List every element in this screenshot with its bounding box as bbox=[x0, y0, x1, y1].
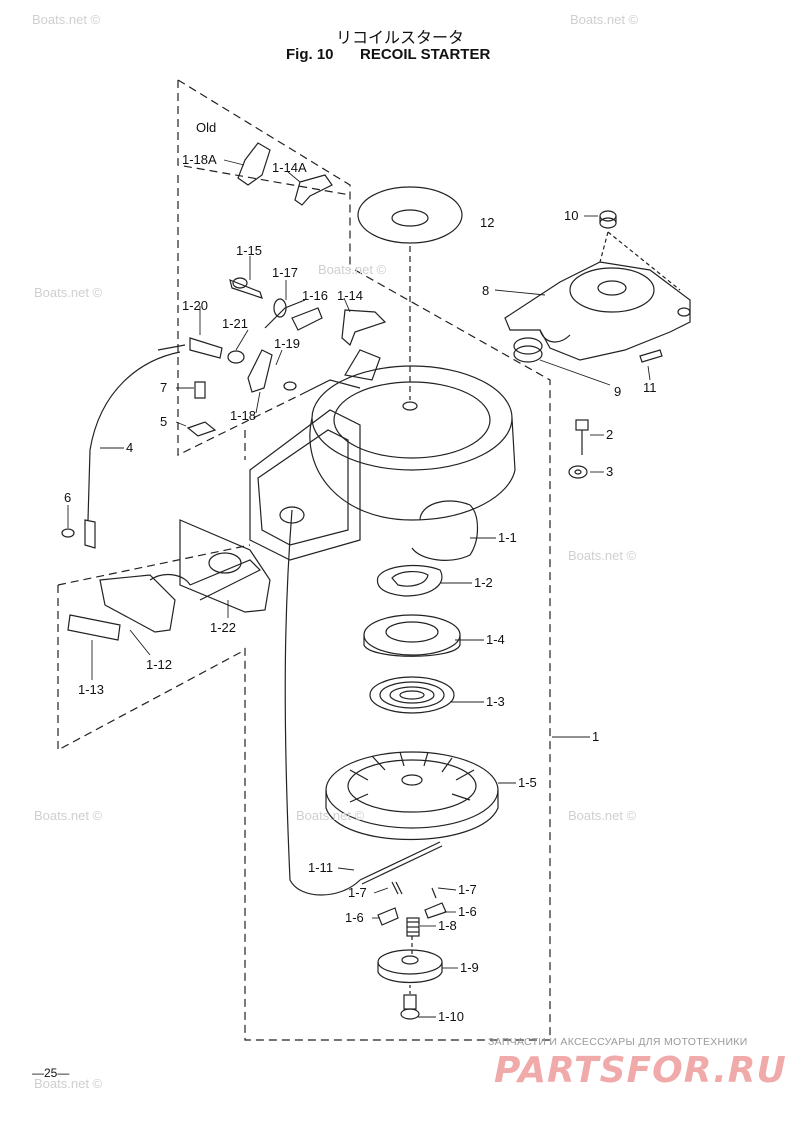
callout-2: 2 bbox=[606, 427, 614, 442]
callout-1-14a: 1-14A bbox=[272, 160, 307, 175]
leader-lines bbox=[67, 159, 651, 1018]
callout-1-6-right: 1-6 bbox=[458, 904, 477, 919]
callout-3: 3 bbox=[606, 464, 614, 479]
watermark: Boats.net © bbox=[32, 12, 101, 27]
watermark: Boats.net © bbox=[34, 285, 103, 300]
callout-6: 6 bbox=[64, 490, 72, 505]
callout-1-15: 1-15 bbox=[236, 243, 263, 258]
part-1-10-bolt bbox=[400, 985, 420, 1020]
callout-1-6-left: 1-6 bbox=[345, 910, 364, 925]
brand-tagline: ЗАПЧАСТИ И АКСЕССУАРЫ ДЛЯ МОТОТЕХНИКИ bbox=[488, 1036, 748, 1048]
callout-9: 9 bbox=[614, 384, 622, 399]
part-1-2-gasket bbox=[376, 564, 443, 597]
watermark: Boats.net © bbox=[34, 1076, 103, 1091]
watermark: Boats.net © bbox=[296, 808, 365, 823]
callout-12: 12 bbox=[480, 215, 495, 230]
callout-1-22: 1-22 bbox=[210, 620, 237, 635]
watermark: Boats.net © bbox=[34, 808, 103, 823]
watermark: Boats.net © bbox=[570, 12, 639, 27]
part-4-cable bbox=[61, 344, 186, 549]
part-1-22-guide-plate bbox=[179, 519, 271, 613]
part-1-4-case bbox=[363, 614, 461, 657]
callout-8: 8 bbox=[482, 283, 490, 298]
callout-1-9: 1-9 bbox=[460, 960, 479, 975]
callout-1-14: 1-14 bbox=[337, 288, 364, 303]
callout-1-7-left: 1-7 bbox=[348, 885, 367, 900]
watermark: Boats.net © bbox=[568, 548, 637, 563]
title-japanese: リコイルスタータ bbox=[335, 30, 464, 47]
callout-1-17: 1-17 bbox=[272, 265, 299, 280]
part-1-9-ratchet bbox=[377, 949, 443, 984]
dashed-group-frames bbox=[57, 79, 551, 1041]
callout-1: 1 bbox=[592, 729, 600, 744]
callout-1-16: 1-16 bbox=[302, 288, 329, 303]
watermark: Boats.net © bbox=[568, 808, 637, 823]
callout-1-19: 1-19 bbox=[274, 336, 301, 351]
callout-1-7-right: 1-7 bbox=[458, 882, 477, 897]
callout-1-1: 1-1 bbox=[498, 530, 517, 545]
part-8-cover bbox=[504, 210, 691, 363]
callout-11: 11 bbox=[643, 380, 657, 395]
callout-5: 5 bbox=[160, 414, 168, 429]
page-number: —25— bbox=[32, 1066, 70, 1080]
callout-10: 10 bbox=[564, 208, 579, 223]
watermark: Boats.net © bbox=[318, 262, 387, 277]
callout-1-10: 1-10 bbox=[438, 1009, 465, 1024]
part-1-1-housing bbox=[249, 365, 516, 561]
callout-1-20: 1-20 bbox=[182, 298, 209, 313]
brand-logo: PARTSFOR.RU bbox=[494, 1050, 787, 1091]
bolts-and-washers bbox=[186, 381, 589, 479]
part-1-11-rope bbox=[284, 509, 443, 896]
pawls-and-springs bbox=[377, 881, 447, 955]
figure-number: Fig. 10 bbox=[286, 46, 334, 63]
part-12-plate bbox=[357, 186, 463, 400]
callout-1-8: 1-8 bbox=[438, 918, 457, 933]
callout-1-21: 1-21 bbox=[222, 316, 249, 331]
levers-and-pins bbox=[189, 142, 387, 393]
part-1-5-reel bbox=[325, 751, 499, 841]
callout-1-18a: 1-18A bbox=[182, 152, 217, 167]
part-1-3-spring bbox=[369, 676, 455, 714]
callout-1-2: 1-2 bbox=[474, 575, 493, 590]
callout-1-11: 1-11 bbox=[308, 860, 334, 875]
label-old: Old bbox=[196, 120, 217, 135]
callout-1-3: 1-3 bbox=[486, 694, 505, 709]
callout-1-18: 1-18 bbox=[230, 408, 257, 423]
callout-1-4: 1-4 bbox=[486, 632, 505, 647]
callout-1-13: 1-13 bbox=[78, 682, 105, 697]
callout-1-5: 1-5 bbox=[518, 775, 537, 790]
callout-1-12: 1-12 bbox=[146, 657, 173, 672]
callout-4: 4 bbox=[126, 440, 134, 455]
figure-title: RECOIL STARTER bbox=[360, 46, 491, 63]
callout-7: 7 bbox=[160, 380, 168, 395]
